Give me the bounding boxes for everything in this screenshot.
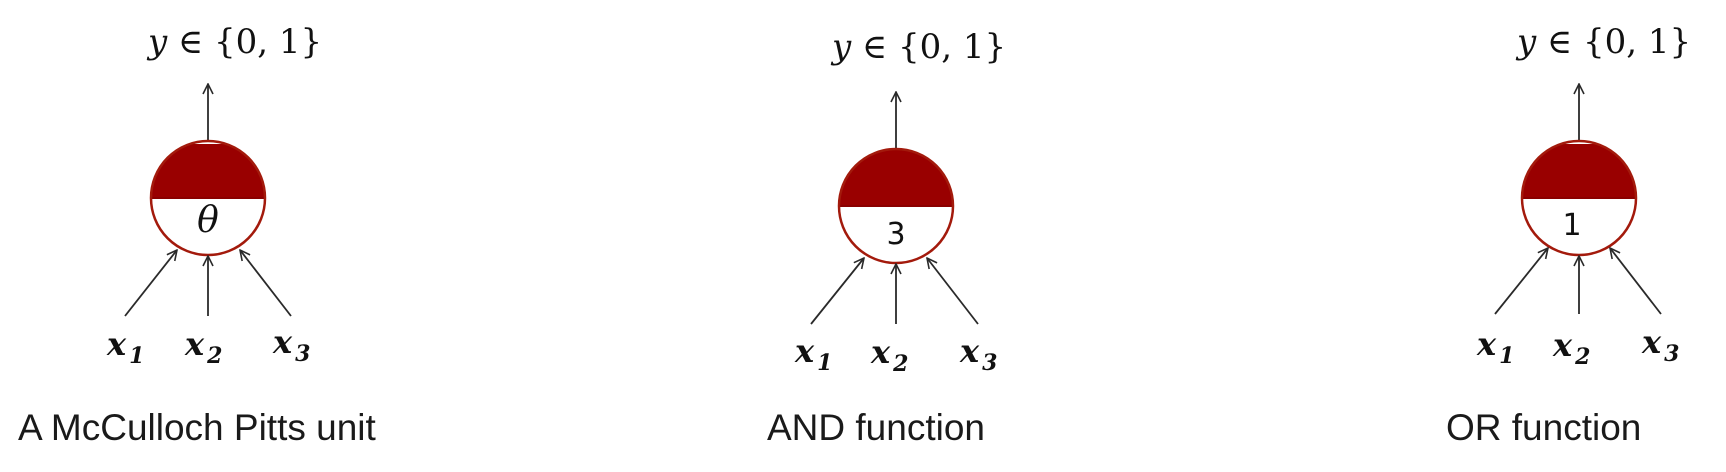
threshold-label: 1 [1562,208,1581,243]
output-set: ∈ {0, 1} [178,22,322,62]
output-var: y [1515,22,1537,62]
input-edge-3 [927,258,979,325]
output-var: y [830,27,852,67]
neuron-top-half [1522,144,1636,198]
output-set: ∈ {0, 1} [1547,22,1691,62]
output-var: y [146,22,168,62]
neuron: θ [149,139,267,257]
input-edge-3 [240,250,292,317]
input-edge-1 [124,250,177,317]
threshold-label: θ [197,200,219,241]
caption: A McCulloch Pitts unit [18,407,377,448]
input-edge-3 [1610,248,1662,315]
neuron-top-half [839,150,953,206]
output-set: ∈ {0, 1} [862,27,1006,67]
caption: OR function [1446,407,1641,448]
neuron-top-half [151,144,264,198]
input-edge-1 [1494,248,1548,315]
caption: AND function [767,407,985,448]
input-edge-1 [810,258,864,325]
neuron: 1 [1520,139,1638,257]
threshold-label: 3 [886,217,905,252]
neuron: 3 [837,147,955,265]
